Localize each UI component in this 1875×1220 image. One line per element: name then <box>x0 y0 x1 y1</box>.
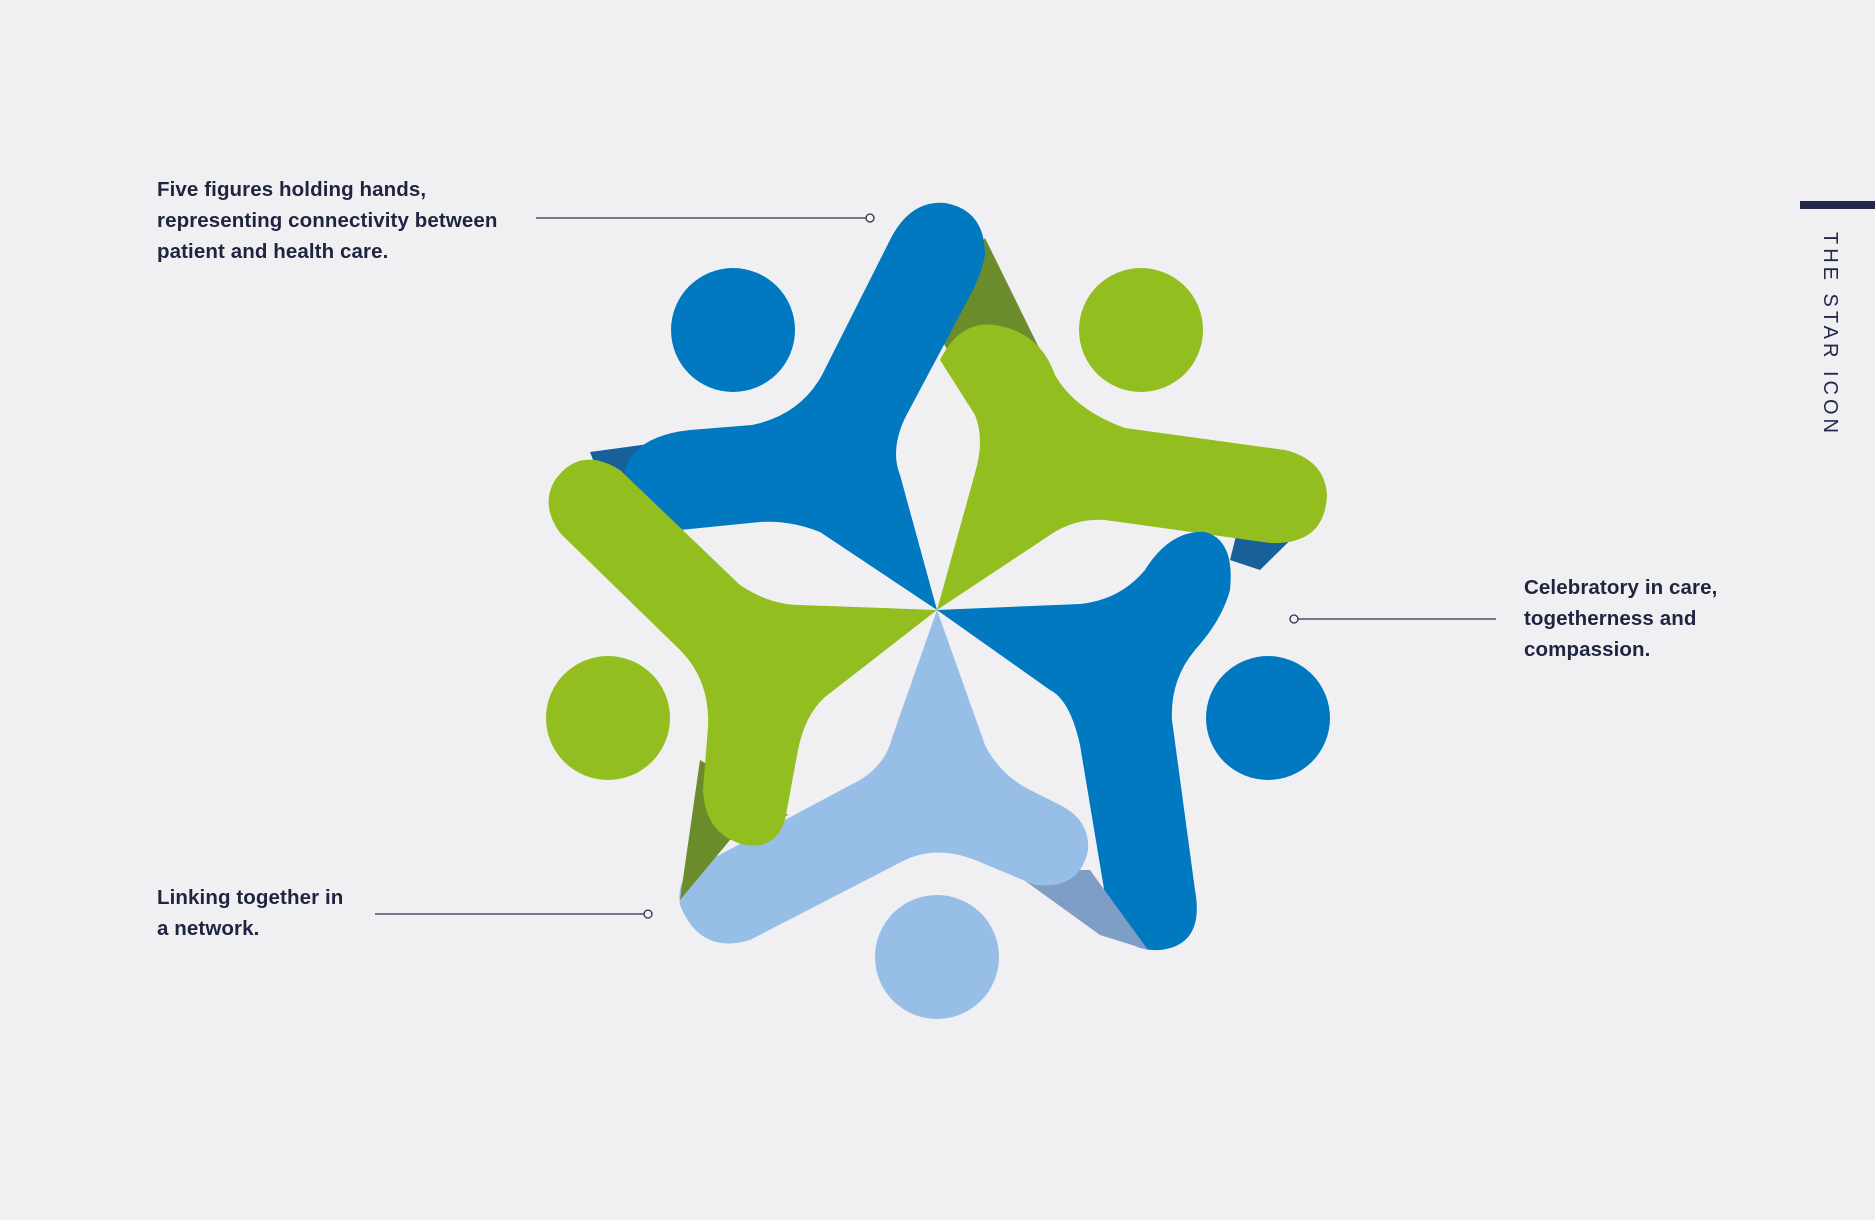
figure-head <box>875 895 999 1019</box>
figure-green-right <box>937 268 1327 610</box>
callout-celebration-note: Celebratory in care, togetherness and co… <box>1524 576 1718 661</box>
callout-connector-right <box>1289 614 1496 624</box>
figure-head <box>1206 656 1330 780</box>
figure-body <box>679 610 1089 944</box>
figure-head <box>671 268 795 392</box>
callout-network-note: Linking together in a network. <box>157 886 344 940</box>
section-tab-bar <box>1800 201 1875 209</box>
figure-head <box>546 656 670 780</box>
callout-connector-top <box>536 213 875 223</box>
arm-shadow <box>1010 870 1148 950</box>
figure-dark-blue-right <box>937 531 1330 951</box>
figure-body <box>548 459 937 846</box>
callout-figures-note: Five figures holding hands, representing… <box>157 178 498 263</box>
figure-green-left <box>546 459 937 900</box>
figure-head <box>1079 268 1203 392</box>
figure-body <box>937 324 1327 610</box>
figure-light-blue-bottom <box>679 610 1148 1019</box>
figure-body <box>937 531 1231 951</box>
figure-body <box>624 202 985 610</box>
section-label: THE STAR ICON <box>1819 232 1841 437</box>
callout-connector-bottom <box>375 909 653 919</box>
